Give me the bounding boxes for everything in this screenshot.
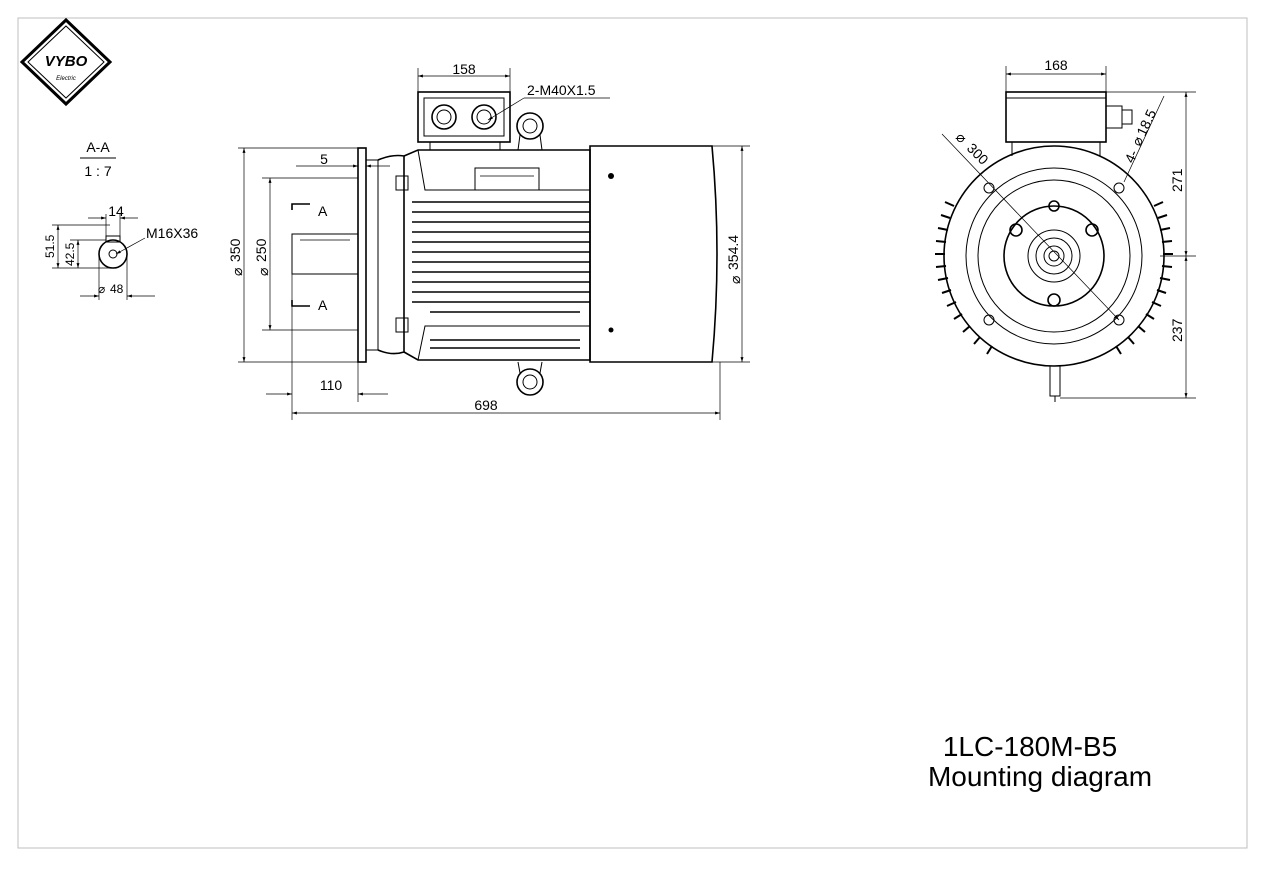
svg-text:⌀: ⌀: [255, 268, 271, 276]
dim-key-width: 14: [108, 203, 124, 219]
dim-box-width-front: 168: [1044, 57, 1068, 73]
title-block: 1LC-180M-B5 Mounting diagram: [928, 731, 1152, 792]
dim-hole-count: 4-: [1121, 147, 1141, 165]
front-view: 168 ⌀ 300 4- ⌀ 18.5 271 237: [935, 57, 1196, 402]
dim-upper-height: 271: [1169, 168, 1185, 192]
section-mark-bottom: A: [318, 297, 328, 313]
dim-hole-diameter: 18.5: [1133, 107, 1159, 139]
cooling-fins: [412, 201, 590, 349]
sheet-border: [17, 17, 1248, 849]
dim-height-inner: 42.5: [63, 242, 77, 266]
dim-shaft-length: 110: [320, 377, 343, 393]
section-mark-top: A: [318, 203, 328, 219]
dim-overall-length: 698: [474, 397, 498, 413]
dim-box-width-side: 158: [452, 61, 476, 77]
section-aa-detail: A-A 1 : 7 14 M16X36 51.5 42.5 ⌀ 48: [43, 139, 198, 300]
section-label: A-A: [86, 139, 110, 155]
logo-brand-text: VYBO: [45, 53, 88, 70]
svg-text:⌀: ⌀: [727, 276, 743, 284]
side-view: 158 2-M40X1.5 5 ⌀ 350 ⌀ 250 A A ⌀ 354.4: [227, 61, 750, 420]
dim-height-outer: 51.5: [43, 234, 57, 258]
svg-text:⌀: ⌀: [98, 282, 105, 296]
dim-thread: M16X36: [146, 225, 198, 241]
logo-sub-text: Electric: [56, 76, 76, 82]
svg-text:⌀: ⌀: [229, 268, 245, 276]
company-logo: VYBO Electric: [19, 17, 113, 107]
dim-flange-diameter: 350: [227, 238, 243, 262]
dim-lower-height: 237: [1169, 318, 1185, 342]
dim-shaft-diameter: 48: [110, 282, 124, 296]
dim-spigot-diameter: 250: [253, 238, 269, 262]
dim-pcd: 300: [964, 140, 992, 168]
svg-text:⌀: ⌀: [953, 129, 970, 146]
section-scale: 1 : 7: [84, 163, 111, 179]
model-title: 1LC-180M-B5: [943, 731, 1117, 762]
dim-flange-step: 5: [320, 151, 328, 167]
diagram-caption: Mounting diagram: [928, 761, 1152, 792]
dim-frame-diameter: 354.4: [725, 235, 741, 270]
front-fins: [935, 201, 1173, 355]
dim-cable-gland: 2-M40X1.5: [527, 82, 596, 98]
